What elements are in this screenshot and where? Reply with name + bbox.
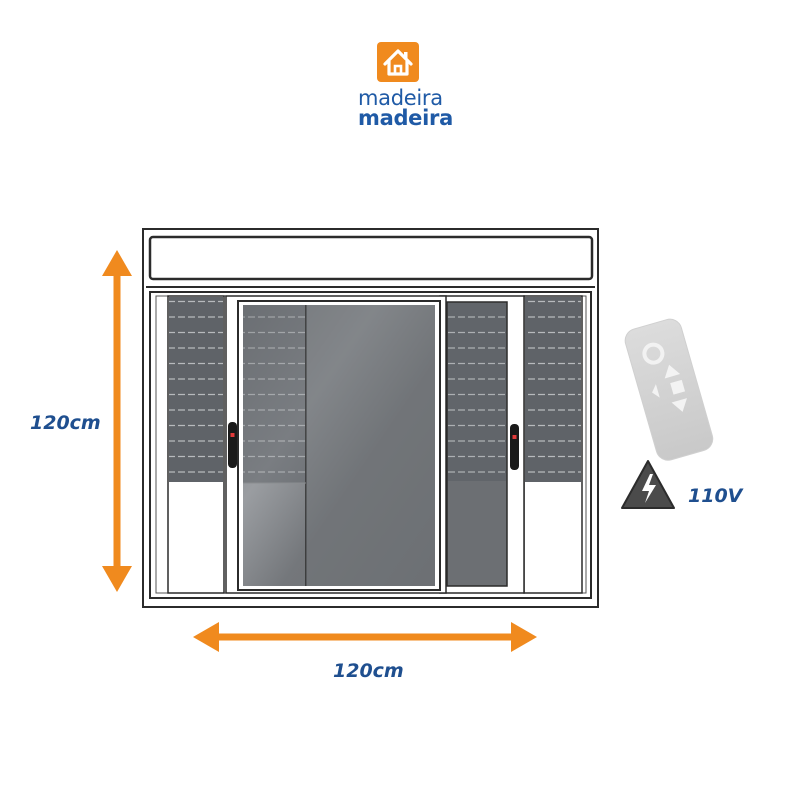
voltage-label: 110V [688, 485, 743, 507]
high-voltage-warning-icon [621, 460, 675, 509]
house-icon [377, 42, 419, 82]
height-label: 120cm [30, 412, 101, 434]
width-label: 120cm [333, 660, 404, 682]
left-handle [228, 422, 237, 468]
left-sliding-sash [225, 295, 447, 594]
brand-name-line2: madeira [358, 106, 453, 130]
brand-name-line1: madeira [358, 86, 443, 110]
left-shutter-panel [167, 295, 225, 594]
width-arrow [193, 622, 537, 652]
brand-logo: madeira madeira [340, 36, 460, 131]
right-shutter-panel [523, 295, 583, 594]
remote-control-icon [624, 318, 714, 461]
height-arrow [102, 250, 132, 592]
right-handle [510, 424, 519, 470]
